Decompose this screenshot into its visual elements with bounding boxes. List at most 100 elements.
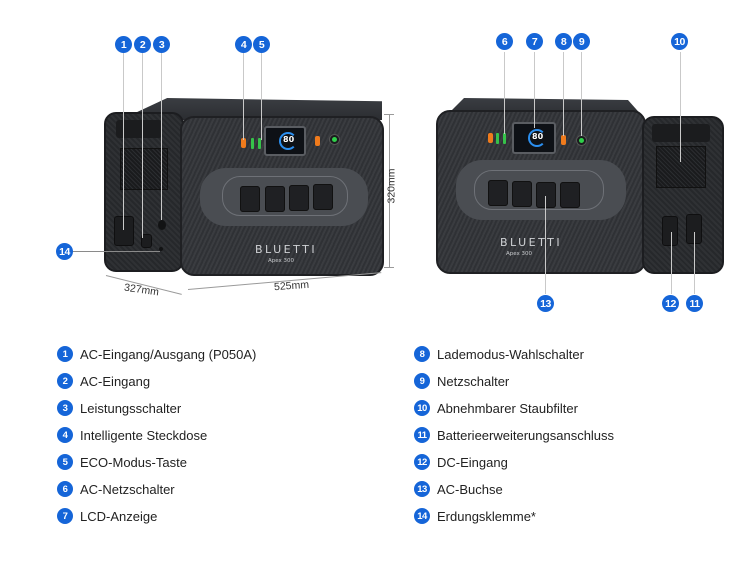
callout-badge-5: 5 (253, 36, 270, 53)
leader-line (581, 52, 582, 136)
legend-item: 7 LCD-Anzeige (57, 507, 157, 525)
side-handle (652, 124, 710, 142)
legend-item: 2 AC-Eingang (57, 372, 150, 390)
leader-line (123, 52, 124, 230)
ac-outlet (488, 180, 508, 206)
legend-badge: 2 (57, 373, 73, 389)
model-name: Apex 300 (506, 251, 533, 257)
brand-logo: BLUETTI (255, 243, 318, 256)
left-device-view: 80 BLUETTI Apex 300 1 2 3 4 5 14 320mm 3… (0, 0, 420, 300)
dust-filter (656, 146, 706, 188)
legend-item: 5 ECO-Modus-Taste (57, 453, 187, 471)
ac-outlet (265, 186, 285, 212)
callout-badge-12: 12 (662, 295, 679, 312)
callout-badge-1: 1 (115, 36, 132, 53)
callout-badge-7: 7 (526, 33, 543, 50)
legend-label: Lademodus-Wahlschalter (437, 346, 584, 362)
legend-badge: 4 (57, 427, 73, 443)
legend-label: DC-Eingang (437, 454, 508, 470)
leader-line (261, 52, 262, 140)
legend-label: AC-Eingang/Ausgang (P050A) (80, 346, 257, 362)
leader-line (680, 52, 681, 162)
legend-item: 11 Batterieerweiterungsanschluss (414, 426, 614, 444)
callout-badge-2: 2 (134, 36, 151, 53)
legend-badge: 8 (414, 346, 430, 362)
leader-line (545, 196, 546, 294)
grounding-terminal (159, 247, 163, 251)
circuit-breaker (158, 220, 166, 230)
callout-badge-8: 8 (555, 33, 572, 50)
lcd-value: 80 (532, 132, 544, 141)
legend-label: Batterieerweiterungsanschluss (437, 427, 615, 443)
legend-item: 12 DC-Eingang (414, 453, 508, 471)
charge-mode-switch (315, 136, 320, 146)
brand-logo: BLUETTI (500, 236, 563, 249)
lcd-display: 80 (512, 122, 556, 154)
outlet-rail (222, 176, 348, 216)
callout-badge-13: 13 (537, 295, 554, 312)
model-name: Apex 300 (268, 258, 295, 264)
callout-badge-11: 11 (686, 295, 703, 312)
legend-item: 6 AC-Netzschalter (57, 480, 175, 498)
legend-item: 14 Erdungsklemme* (414, 507, 536, 525)
leader-line (534, 52, 535, 128)
legend-badge: 6 (57, 481, 73, 497)
ac-outlet (313, 184, 333, 210)
legend-label: Leistungsschalter (80, 400, 182, 416)
smart-outlet-indicator (241, 138, 246, 148)
dust-filter (120, 148, 168, 190)
device-top (120, 98, 382, 120)
legend-badge: 11 (414, 427, 430, 443)
callout-badge-3: 3 (153, 36, 170, 53)
legend-label: AC-Buchse (437, 481, 503, 497)
legend-item: 8 Lademodus-Wahlschalter (414, 345, 584, 363)
eco-indicator (258, 138, 261, 149)
legend-label: AC-Netzschalter (80, 481, 175, 497)
callout-badge-9: 9 (573, 33, 590, 50)
status-indicator (496, 133, 499, 144)
lcd-ring (528, 129, 546, 147)
legend-label: ECO-Modus-Taste (80, 454, 187, 470)
legend-label: Erdungsklemme* (437, 508, 536, 524)
legend-badge: 12 (414, 454, 430, 470)
callout-badge-14: 14 (56, 243, 73, 260)
legend-badge: 9 (414, 373, 430, 389)
leader-line (243, 52, 244, 140)
legend-item: 13 AC-Buchse (414, 480, 503, 498)
legend-badge: 13 (414, 481, 430, 497)
legend-item: 3 Leistungsschalter (57, 399, 181, 417)
callout-badge-10: 10 (671, 33, 688, 50)
leader-line (72, 251, 160, 252)
legend-label: AC-Eingang (80, 373, 151, 389)
legend-item: 10 Abnehmbarer Staubfilter (414, 399, 578, 417)
ac-outlet (536, 182, 556, 208)
power-button (329, 134, 340, 145)
ac-input-output-port (114, 216, 134, 246)
callout-badge-6: 6 (496, 33, 513, 50)
legend-badge: 7 (57, 508, 73, 524)
right-device-view: 80 BLUETTI Apex 300 6 7 8 9 10 13 12 11 (436, 33, 724, 312)
leader-line (563, 52, 564, 136)
legend-item: 4 Intelligente Steckdose (57, 426, 207, 444)
outlet-rail (474, 170, 604, 210)
leader-line (504, 52, 505, 134)
ac-outlet (512, 181, 532, 207)
legend-label: Intelligente Steckdose (80, 427, 208, 443)
legend-label: LCD-Anzeige (80, 508, 158, 524)
legend-badge: 14 (414, 508, 430, 524)
ac-outlet (240, 186, 260, 212)
callout-badge-4: 4 (235, 36, 252, 53)
legend-badge: 5 (57, 454, 73, 470)
eco-indicator (251, 138, 254, 149)
status-indicator (503, 133, 506, 144)
height-dimension-line (389, 114, 390, 268)
lcd-ring (279, 132, 297, 150)
leader-line (142, 52, 143, 238)
ac-outlet (289, 185, 309, 211)
power-button (576, 135, 587, 146)
dc-input-port (662, 216, 678, 246)
leader-line (671, 232, 672, 294)
ac-input-port (141, 234, 152, 248)
legend-label: Abnehmbarer Staubfilter (437, 400, 578, 416)
leader-line (161, 52, 162, 220)
